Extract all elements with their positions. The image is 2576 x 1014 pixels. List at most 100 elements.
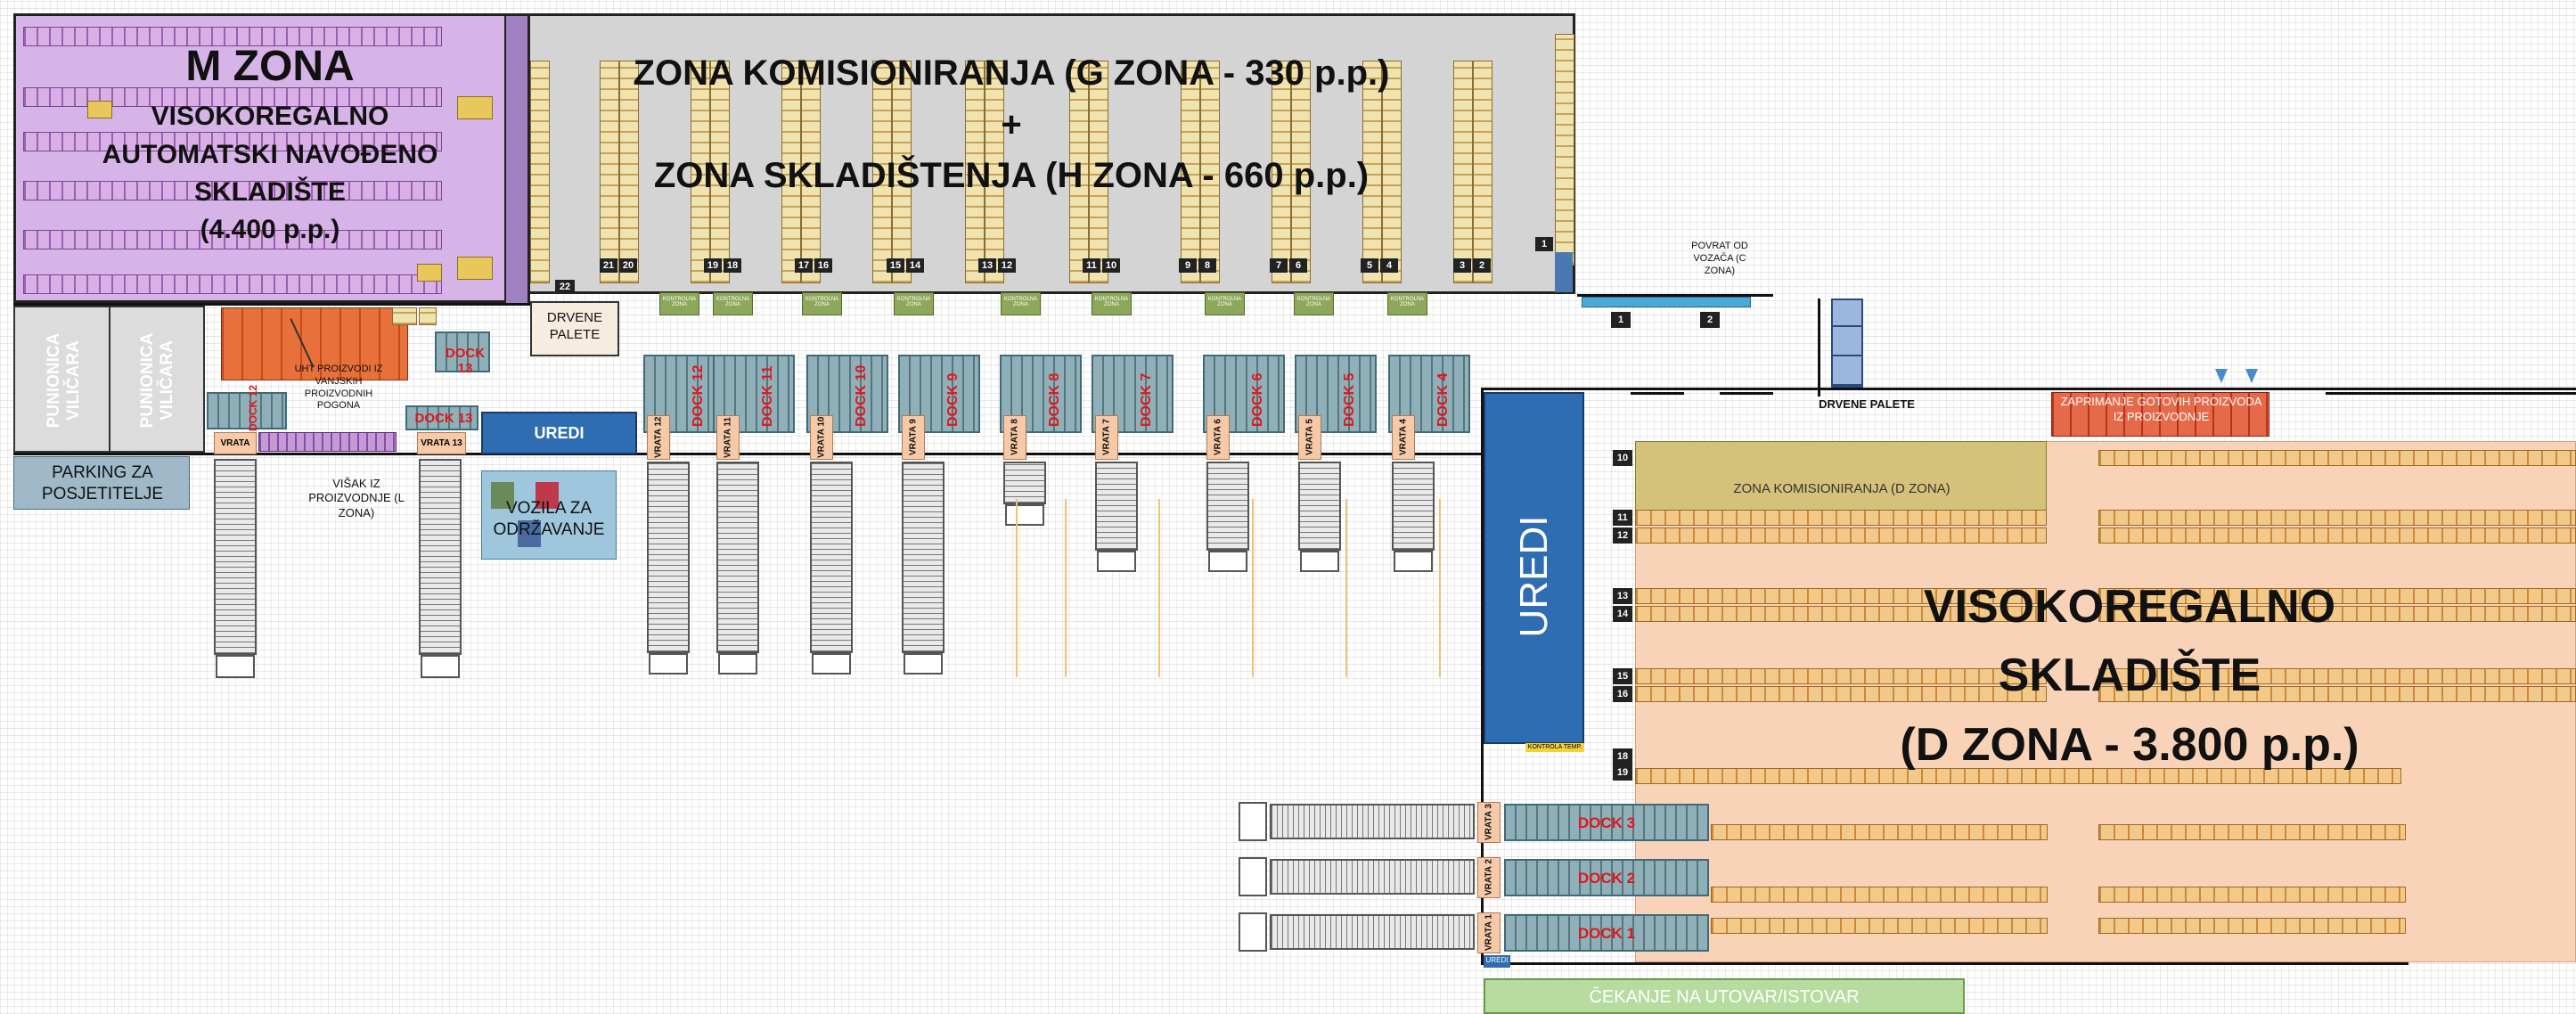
m-zone-rack [23,132,442,151]
wall [1481,962,2408,965]
drvene-palete-area: DRVENE PALETE [530,301,619,356]
g-zone-rack [965,61,985,283]
drvene-palete-label: DRVENE PALETE [546,310,603,342]
aisle-number: 18 [724,258,741,273]
vrata-2: VRATA 2 [1477,857,1501,898]
loading-lane [1206,462,1249,551]
row-number: 10 [1613,450,1632,466]
kontrola-temp: KONTROLA TEMP. [1525,743,1584,752]
g-zone-rack [1069,61,1089,283]
kontrolna-zona: KONTROLNA ZONA [1387,292,1427,315]
guide-line [1158,499,1160,677]
povrat-label: POVRAT OD VOZAČA (C ZONA) [1691,241,1748,276]
cekanje-area: ČEKANJE NA UTOVAR/ISTOVAR [1484,978,1965,1014]
m-zone-line1: VISOKOREGALNO [151,102,389,131]
loading-lane [1270,914,1475,950]
aisle-number: 3 [1453,258,1471,273]
rack [392,307,417,325]
dock-3: DOCK 3 [1504,804,1709,841]
aisle-number: 1 [1535,237,1553,251]
aisle-number: 13 [978,258,996,273]
uredi-small: UREDI [481,412,637,454]
d-rack-row [1711,918,2048,934]
d-rack-row [2098,527,2576,544]
g-zone-rack [1181,61,1200,283]
d-rack-row [1635,510,2047,526]
row-number: 16 [1613,686,1632,702]
drvene-palete-right-label: DRVENE PALETE [1819,397,1915,411]
d-rack-row [2098,450,2576,466]
vozila-label: VOZILA ZA ODRŽAVANJE [493,499,605,539]
m-zone-rack [23,230,442,249]
guide-line [1016,499,1018,677]
crane-icon [87,101,112,119]
d-rack-row [1711,887,2048,903]
fence [1720,392,1773,395]
row-number: 13 [1613,588,1632,604]
truck-cab [904,653,943,675]
dock-2: DOCK 2 [1504,859,1709,896]
d-pick-label: ZONA KOMISIONIRANJA (D ZONA) [1733,481,1950,496]
loading-lane [716,462,759,653]
loading-lane [647,462,690,653]
g-zone-rack [892,61,912,283]
visak-zone [258,432,397,452]
aisle-number: 17 [795,258,813,273]
vrata-7: VRATA 7 [1095,415,1118,460]
vrata-left: VRATA [214,432,257,454]
d-rack-row [1635,768,2401,784]
g-zone-rack [1382,61,1402,283]
dock-label: DOCK 2 [1577,870,1636,887]
fence [1631,392,1684,395]
g-zone-rack [600,61,619,283]
truck-cab [1300,551,1339,572]
g-zone-rack [985,61,1004,283]
kontrolna-zona: KONTROLNA ZONA [802,292,842,315]
g-zone-rack [801,61,821,283]
vrata-3: VRATA 3 [1477,802,1501,843]
uht-zone [221,307,408,380]
truck-cab [1208,551,1247,572]
g-zone-line1: ZONA KOMISIONIRANJA (G ZONA - 330 p.p.) [633,53,1390,93]
guide-line [1439,499,1441,677]
wall [1818,298,1820,397]
g-zone-rack [872,61,892,283]
truck-cab [812,653,851,675]
aisle-number: 19 [704,258,722,273]
kontrolna-zona: KONTROLNA ZONA [659,292,699,315]
parking-area: PARKING ZA POSJETITELJE [13,456,190,510]
row-number: 15 [1613,668,1632,684]
m-zone-line4: (4.400 p.p.) [200,215,340,244]
dock-label: DOCK 11 [760,365,775,427]
truck-cab [1239,857,1267,896]
aisle-number: 20 [619,258,637,273]
punionica-area: PUNIONICA VILIČARA PUNIONICA VILIČARA [13,306,205,453]
dock-label: DOCK 6 [1250,372,1265,427]
povrat-belt [1582,297,1751,307]
g-zone-rack [1089,61,1108,283]
dock-12-left: DOCK 12 [207,385,287,431]
loading-lane [1095,462,1138,551]
dock-label: DOCK 8 [1047,372,1062,427]
aisle-number: 16 [814,258,832,273]
aisle-number: 11 [1083,258,1100,273]
m-zone-line3: SKLADIŠTE [193,177,346,207]
m-zone-aisle [504,16,527,303]
vehicle-icon [491,482,514,509]
m-zone-rack [23,87,442,107]
d-rack-row [1635,668,2047,684]
dock-label: DOCK 7 [1139,372,1154,427]
vrata-6: VRATA 6 [1206,415,1230,460]
kontrolna-zona: KONTROLNA ZONA [1294,292,1334,315]
loading-lane [214,459,257,655]
d-zone-line1: VISOKOREGALNO [1923,581,2336,633]
row-number: 14 [1613,606,1632,622]
visak-label: VIŠAK IZ PROIZVODNJE (L ZONA) [308,477,405,519]
rack [419,307,437,325]
truck-cab [1097,551,1136,572]
vrata-5: VRATA 5 [1298,415,1321,460]
d-rack-row [1635,686,2047,702]
m-zone-rack [23,27,442,46]
loading-lane [1392,462,1435,551]
drvene-palete-stack [1831,298,1863,388]
